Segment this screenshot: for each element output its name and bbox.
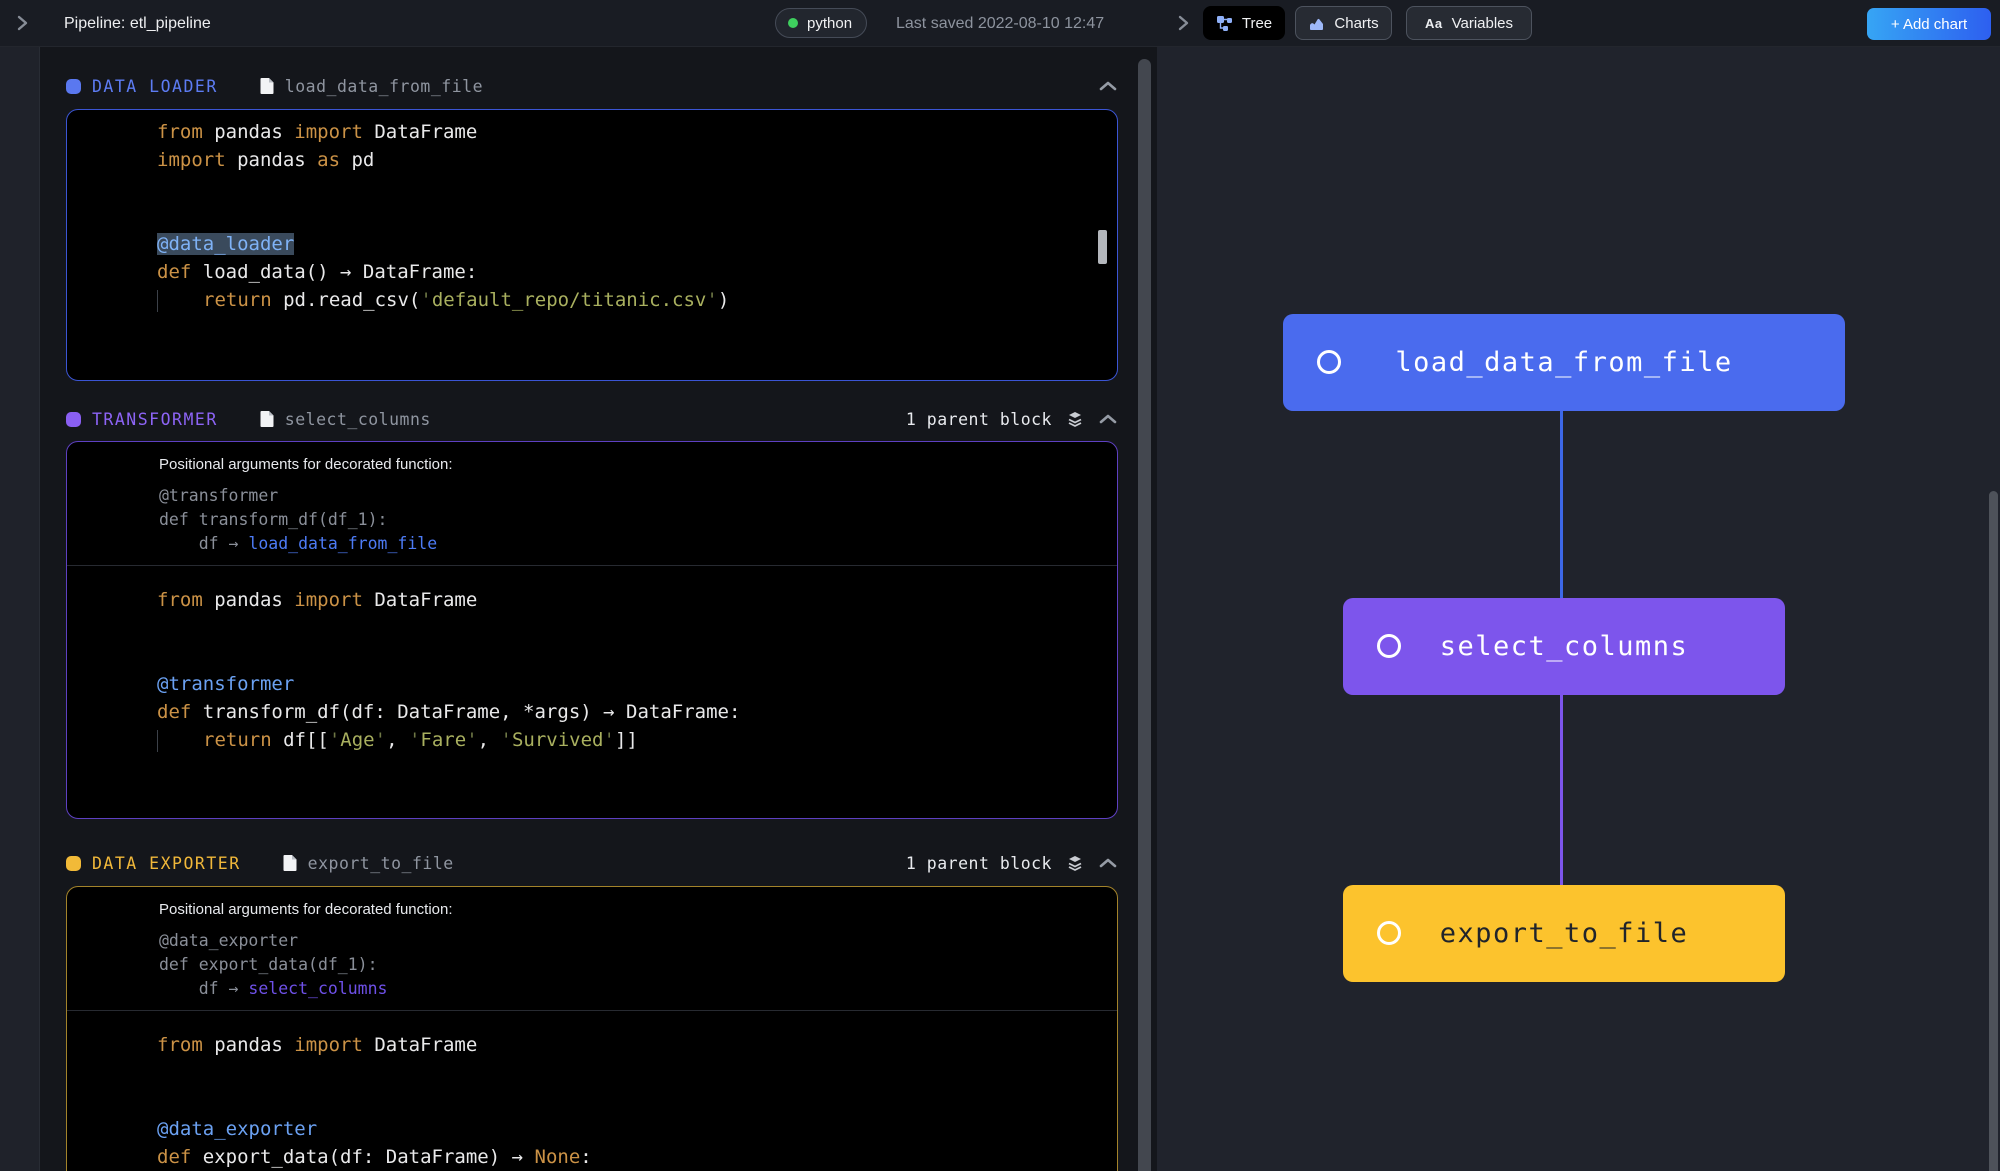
language-badge: python xyxy=(775,8,868,38)
section-divider xyxy=(67,565,1117,566)
block-header-transformer[interactable]: TRANSFORMER select_columns 1 parent bloc… xyxy=(66,399,1118,439)
variables-icon: Aa xyxy=(1424,15,1443,31)
positional-args-section: Positional arguments for decorated funct… xyxy=(67,887,1117,1001)
node-label: select_columns xyxy=(1439,631,1689,662)
editor-scrollbar-thumb[interactable] xyxy=(1098,230,1107,264)
positional-args-heading: Positional arguments for decorated funct… xyxy=(159,456,453,473)
code-editor[interactable]: from pandas import DataFrame@data_export… xyxy=(157,1034,592,1168)
node-status-circle-icon xyxy=(1377,634,1401,658)
tab-charts[interactable]: Charts xyxy=(1295,6,1392,40)
pipeline-editor-panel: DATA LOADER load_data_from_file from pan… xyxy=(40,47,1157,1171)
collapse-block-icon[interactable] xyxy=(1098,79,1118,93)
tree-node-select-columns[interactable]: select_columns xyxy=(1343,598,1785,695)
tree-scrollbar-thumb[interactable] xyxy=(1989,491,1998,1171)
tab-tree-label: Tree xyxy=(1241,14,1273,32)
node-label: load_data_from_file xyxy=(1395,347,1733,378)
positional-args-section: Positional arguments for decorated funct… xyxy=(67,442,1117,556)
file-icon xyxy=(260,78,274,94)
tab-tree[interactable]: Tree xyxy=(1203,6,1285,40)
language-label: python xyxy=(807,14,853,32)
layers-icon[interactable] xyxy=(1066,854,1084,872)
collapse-left-panel-icon[interactable] xyxy=(12,13,32,33)
block-type-label: DATA LOADER xyxy=(92,76,218,96)
last-saved-text: Last saved 2022-08-10 12:47 xyxy=(896,15,1105,32)
block-type-label: TRANSFORMER xyxy=(92,409,218,429)
node-status-circle-icon xyxy=(1377,921,1401,945)
tree-icon xyxy=(1216,15,1232,31)
collapse-block-icon[interactable] xyxy=(1098,856,1118,870)
tree-node-export-to-file[interactable]: export_to_file xyxy=(1343,885,1785,982)
parent-block-count: 1 parent block xyxy=(905,853,1052,873)
node-status-circle-icon xyxy=(1317,350,1341,374)
tab-variables[interactable]: Aa Variables xyxy=(1406,6,1532,40)
block-file-name: select_columns xyxy=(284,409,431,429)
block-file-name: load_data_from_file xyxy=(284,76,484,96)
block-file-name: export_to_file xyxy=(307,853,454,873)
collapse-right-panel-icon[interactable] xyxy=(1173,13,1193,33)
dependency-tree-panel: load_data_from_file select_columns expor… xyxy=(1157,47,2000,1171)
panel-scrollbar-thumb[interactable] xyxy=(1138,59,1151,1171)
code-block-transformer[interactable]: Positional arguments for decorated funct… xyxy=(66,441,1118,819)
collapse-block-icon[interactable] xyxy=(1098,412,1118,426)
status-dot-icon xyxy=(788,18,798,28)
parent-block-count: 1 parent block xyxy=(905,409,1052,429)
file-icon xyxy=(283,855,297,871)
top-bar: Pipeline: etl_pipeline python Last saved… xyxy=(0,0,2000,47)
file-icon xyxy=(260,411,274,427)
block-type-label: DATA EXPORTER xyxy=(92,853,241,873)
tab-charts-label: Charts xyxy=(1334,14,1379,32)
positional-args-heading: Positional arguments for decorated funct… xyxy=(159,901,453,918)
block-type-icon xyxy=(66,78,81,94)
charts-icon xyxy=(1310,18,1324,30)
block-type-icon xyxy=(66,411,81,427)
tree-node-load-data-from-file[interactable]: load_data_from_file xyxy=(1283,314,1845,411)
block-header-data-loader[interactable]: DATA LOADER load_data_from_file xyxy=(66,66,1118,106)
code-editor[interactable]: from pandas import DataFrame@transformer… xyxy=(157,589,741,752)
pipeline-title: Pipeline: etl_pipeline xyxy=(64,15,211,32)
block-type-icon xyxy=(66,855,81,871)
edge-select-to-export xyxy=(1560,695,1563,885)
tab-variables-label: Variables xyxy=(1451,14,1514,32)
layers-icon[interactable] xyxy=(1066,410,1084,428)
section-divider xyxy=(67,1010,1117,1011)
left-rail xyxy=(0,47,40,1171)
add-chart-button[interactable]: + Add chart xyxy=(1867,8,1991,40)
edge-load-to-select xyxy=(1560,411,1563,598)
block-header-data-exporter[interactable]: DATA EXPORTER export_to_file 1 parent bl… xyxy=(66,843,1118,883)
node-label: export_to_file xyxy=(1439,918,1689,949)
code-block-data-exporter[interactable]: Positional arguments for decorated funct… xyxy=(66,886,1118,1171)
